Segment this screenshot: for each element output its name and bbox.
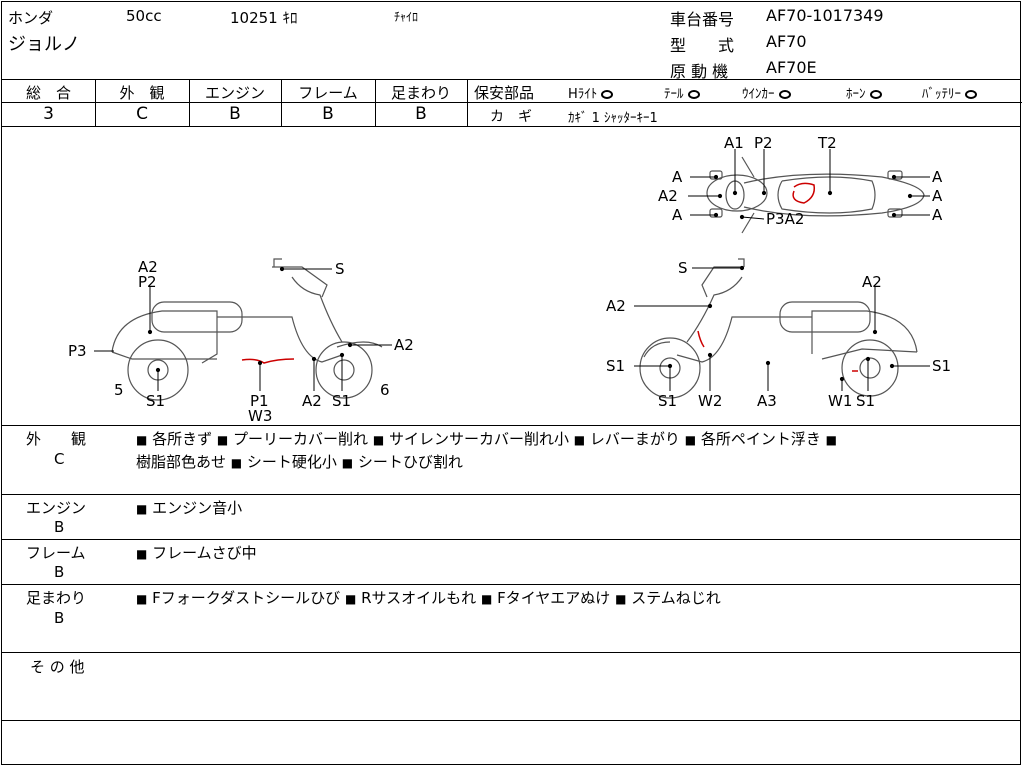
ok-circle-icon: [869, 90, 882, 99]
safety-item: ﾎｰﾝ: [846, 83, 882, 102]
diagram-label: W2: [698, 392, 722, 410]
overall-grade: 3: [43, 104, 54, 124]
diagram-label: 6: [380, 381, 390, 399]
diagram-label: P2: [754, 134, 773, 152]
comment-text-frame: ■ フレームさび中: [136, 544, 257, 562]
diagram-label: A: [932, 206, 943, 224]
diagram-label: 5: [114, 381, 124, 399]
ok-circle-icon: [601, 90, 614, 99]
diagram-label: P2: [138, 273, 157, 291]
divider: [2, 126, 1020, 127]
diagram-label: S1: [146, 392, 165, 410]
divider: [2, 79, 1020, 80]
diagram-label: S1: [658, 392, 677, 410]
displacement: 50cc: [126, 7, 162, 25]
diagram-label: A: [672, 168, 683, 186]
diagram-label: A: [672, 206, 683, 224]
divider: [2, 539, 1020, 540]
frame-no: AF70-1017349: [766, 6, 884, 25]
diagram-label: S1: [332, 392, 351, 410]
safety-item: ﾃｰﾙ: [664, 83, 700, 102]
diagram-label: A: [932, 187, 943, 205]
comment-text-engine: ■ エンジン音小: [136, 499, 243, 517]
type-value: AF70: [766, 32, 807, 51]
diagram-label: S1: [856, 392, 875, 410]
engine-grade: B: [229, 104, 241, 124]
ok-circle-icon: [687, 90, 700, 99]
exterior-label: 外 観: [119, 84, 165, 102]
divider: [2, 425, 1020, 426]
diagram-label: S1: [932, 357, 951, 375]
type-label: 型 式: [670, 36, 735, 55]
diagram-label: A: [932, 168, 943, 186]
maker: ホンダ: [8, 9, 54, 27]
comment-label-frame: フレーム: [26, 544, 86, 562]
divider: [2, 720, 1020, 721]
divider: [2, 584, 1020, 585]
suspension-grade: B: [415, 104, 427, 124]
left-side-scooter: [111, 258, 383, 401]
damage-diagram: A1 P2 T2 A A2 A P3A2 A A A A2 P2 S P3 A2…: [68, 134, 951, 425]
frame-no-label: 車台番号: [670, 10, 735, 29]
diagram-label: A2: [394, 336, 414, 354]
color: ﾁｬｲﾛ: [394, 10, 419, 24]
diagram-label: W1: [828, 392, 852, 410]
comment-grade-frame: B: [54, 563, 65, 581]
diagram-label: A1: [724, 134, 744, 152]
frame-grade-label: フレーム: [298, 84, 358, 102]
diagram-label: P1: [250, 392, 269, 410]
diagram-label: A2: [862, 273, 882, 291]
safety-item: Hﾗｲﾄ: [568, 83, 614, 102]
comment-label-other: そ の 他: [30, 658, 85, 676]
top-view-scooter: [706, 156, 925, 234]
engine-value: AF70E: [766, 58, 817, 77]
divider: [2, 494, 1020, 495]
comment-grade-suspension: B: [54, 609, 65, 627]
diagram-label: P3: [68, 342, 87, 360]
mileage: 10251 ｷﾛ: [230, 9, 298, 27]
diagram-label: A2: [302, 392, 322, 410]
comment-grade-exterior: C: [54, 450, 65, 468]
model-name: ジョルノ: [8, 34, 80, 55]
diagram-label: S1: [606, 357, 625, 375]
divider: [2, 102, 467, 103]
diagram-label: T2: [817, 134, 837, 152]
engine-label: 原 動 機: [670, 62, 729, 81]
key-label: カ ギ: [490, 109, 532, 125]
safety-item: ｳｲﾝｶｰ: [742, 83, 791, 102]
safety-item: ﾊﾞｯﾃﾘｰ: [922, 83, 977, 102]
exterior-grade: C: [136, 104, 148, 124]
suspension-grade-label: 足まわり: [390, 84, 451, 102]
diagram-label: W3: [248, 407, 272, 425]
comment-grade-engine: B: [54, 518, 65, 536]
divider: [467, 102, 1022, 103]
divider: [2, 652, 1020, 653]
safety-label: 保安部品: [474, 84, 535, 102]
overall-label: 総 合: [25, 84, 71, 102]
ok-circle-icon: [778, 90, 791, 99]
right-side-scooter: [639, 258, 918, 399]
comment-label-exterior: 外 観: [26, 430, 87, 448]
damage-marks: [241, 182, 858, 372]
diagram-label: A3: [757, 392, 777, 410]
key-value: ｶｷﾞ 1 ｼｬｯﾀｰｷｰ1: [568, 111, 658, 126]
diagram-label: S: [335, 260, 345, 278]
diagram-label: A2: [138, 258, 158, 276]
comment-label-engine: エンジン: [26, 499, 87, 517]
frame-grade: B: [322, 104, 334, 124]
diagram-label: A2: [658, 187, 678, 205]
diagram-label: P3A2: [766, 210, 804, 228]
comment-text-suspension: ■ Fフォークダストシールひび ■ Rサスオイルもれ ■ Fタイヤエアぬけ ■ …: [136, 589, 721, 607]
diagram-label: A2: [606, 297, 626, 315]
comment-label-suspension: 足まわり: [26, 589, 87, 607]
ok-circle-icon: [965, 90, 977, 99]
engine-grade-label: エンジン: [204, 84, 265, 102]
comment-text-exterior: ■ 各所きず ■ プーリーカバー削れ ■ サイレンサーカバー削れ小 ■ レバーま…: [136, 430, 837, 471]
diagram-label: S: [678, 259, 688, 277]
